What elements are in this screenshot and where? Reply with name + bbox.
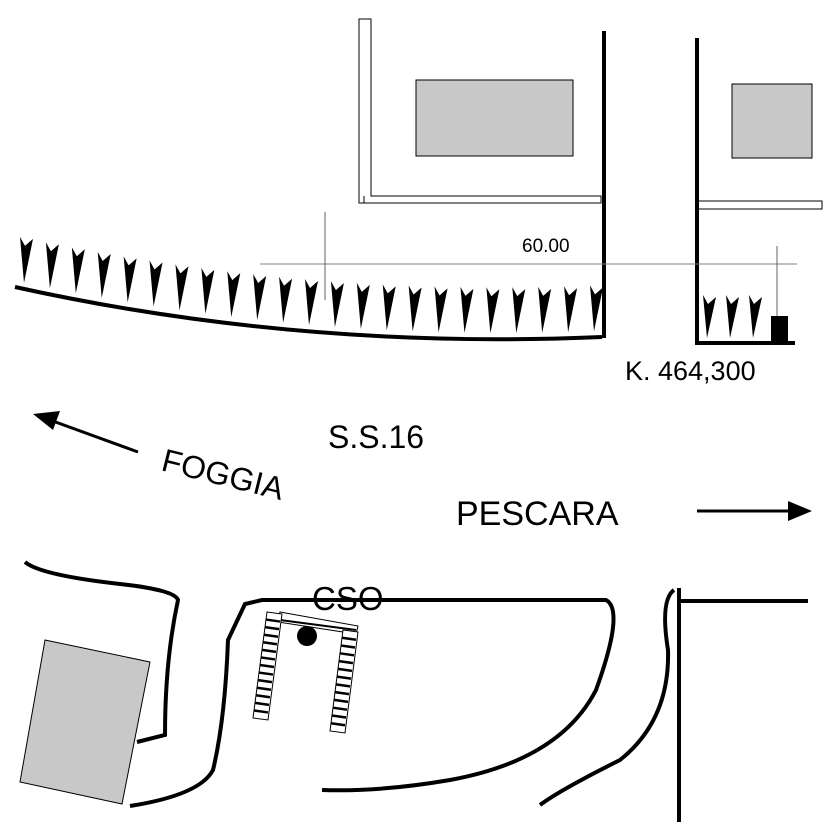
tree-icon xyxy=(330,281,344,328)
tree-icon xyxy=(71,247,85,294)
tree-icon xyxy=(123,256,137,303)
building-top-right xyxy=(731,83,813,159)
road-name-label: S.S.16 xyxy=(328,419,424,455)
ladder-rung xyxy=(253,709,269,714)
tree-icon xyxy=(97,251,111,298)
ladder-rung xyxy=(341,636,357,642)
road-edge-south xyxy=(129,598,616,808)
tree-icon xyxy=(703,295,716,338)
tree-icon xyxy=(749,295,762,338)
ladder-rung xyxy=(340,644,356,649)
fence-top-right xyxy=(698,200,823,210)
wall-right-lot xyxy=(695,38,795,345)
road-edge-north xyxy=(14,285,603,342)
ladder-rung xyxy=(262,641,278,646)
tree-row xyxy=(20,236,762,338)
site-label: CSO xyxy=(312,580,384,617)
tree-icon xyxy=(460,286,474,333)
ladder-rung xyxy=(256,686,272,691)
building-bottom-left xyxy=(19,639,151,805)
tree-icon xyxy=(512,287,526,334)
ladder-rung xyxy=(254,701,270,707)
tree-icon xyxy=(726,295,739,338)
direction-pescara-label: PESCARA xyxy=(456,495,619,533)
tree-icon xyxy=(20,236,33,283)
ladder-rung xyxy=(258,671,274,676)
building-top-center xyxy=(415,79,574,157)
ladder-rung xyxy=(263,633,279,638)
ladder-rung xyxy=(261,648,277,654)
ladder-rung xyxy=(334,690,350,696)
cso-ladder-rungs xyxy=(253,618,357,727)
tree-icon xyxy=(201,267,215,314)
ladder-rung xyxy=(330,721,346,727)
arrow-foggia-icon xyxy=(49,418,139,454)
tree-icon xyxy=(175,264,189,311)
tree-icon xyxy=(45,242,59,289)
fence-top-center xyxy=(358,18,602,204)
tree-icon xyxy=(590,285,603,332)
ladder-rung xyxy=(339,652,355,657)
tree-icon xyxy=(538,286,552,333)
ladder-rung xyxy=(333,698,349,704)
ladder-rung xyxy=(335,683,351,688)
wall-bottom-right xyxy=(677,588,808,822)
tree-icon xyxy=(434,286,448,333)
road-edge-side-street xyxy=(538,588,676,807)
km-marker-post xyxy=(771,316,788,342)
direction-foggia-label: FOGGIA xyxy=(158,442,288,507)
road-edge-southwest xyxy=(23,560,181,744)
tree-icon xyxy=(356,282,370,329)
tree-icon xyxy=(227,271,241,318)
tree-icon xyxy=(149,260,163,307)
ladder-rung xyxy=(257,678,273,684)
ladder-rung xyxy=(331,714,347,719)
tree-icon xyxy=(564,286,578,333)
distance-label: 60.00 xyxy=(522,236,570,257)
tree-icon xyxy=(486,287,500,334)
tree-icon xyxy=(253,274,267,321)
km-marker-label: K. 464,300 xyxy=(625,356,756,386)
ladder-rung xyxy=(264,625,280,631)
ladder-rung xyxy=(265,618,281,623)
tree-icon xyxy=(382,284,396,331)
tree-icon xyxy=(408,285,422,332)
tree-icon xyxy=(305,279,318,326)
ladder-rung xyxy=(260,656,276,661)
tree-icon xyxy=(279,276,293,323)
ladder-rung xyxy=(255,694,271,699)
ladder-rung xyxy=(332,706,348,711)
ladder-rung xyxy=(259,663,275,669)
ladder-rung xyxy=(337,667,353,673)
ladder-rung xyxy=(338,659,354,665)
cso-manhole xyxy=(297,626,317,646)
ladder-rung xyxy=(336,675,352,680)
